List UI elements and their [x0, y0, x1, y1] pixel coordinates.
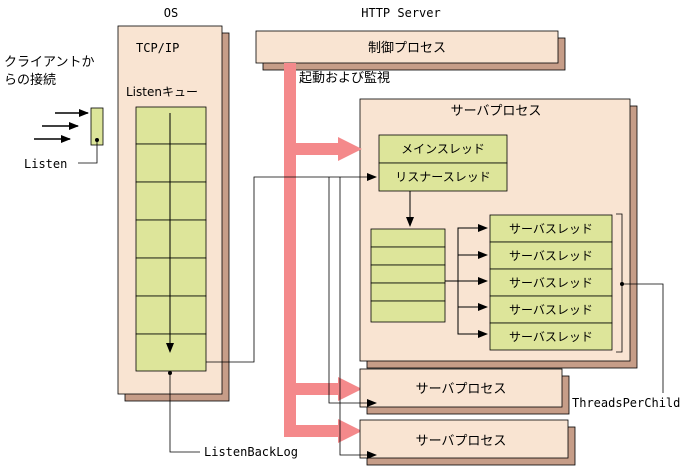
- accept-lines: [206, 173, 377, 459]
- server-process-3-label: サーバプロセス: [416, 434, 507, 449]
- listener-thread-box: [378, 162, 508, 192]
- server-process-box-3: [359, 419, 576, 466]
- server-thread-label: サーバスレッド: [509, 249, 593, 263]
- listen-leader: [78, 140, 98, 164]
- server-thread-box: [489, 322, 613, 351]
- server-process-title: サーバプロセス: [451, 104, 542, 119]
- server-thread-label: サーバスレッド: [509, 222, 593, 236]
- server-threads: サーバスレッド サーバスレッド サーバスレッド サーバスレッド サーバスレッド: [489, 214, 613, 351]
- threads-per-child-label: ThreadsPerChild: [572, 396, 680, 410]
- server-process-2-label: サーバプロセス: [416, 382, 507, 397]
- dispatch-arrows: [445, 224, 488, 338]
- server-thread-box: [489, 295, 613, 324]
- client-label-line2: らの接続: [4, 72, 56, 88]
- thread-queue: [370, 228, 446, 323]
- backlog-leader: [169, 373, 200, 453]
- server-thread-box: [489, 214, 613, 243]
- listen-queue-label: Listenキュー: [126, 85, 198, 99]
- client-label-line1: クライアントか: [4, 55, 94, 70]
- threads-per-child-leader: [622, 283, 664, 393]
- listen-label: Listen: [24, 157, 67, 171]
- main-thread-box: [378, 134, 508, 164]
- tcpip-label: TCP/IP: [136, 41, 179, 55]
- listener-thread-label: リスナースレッド: [395, 170, 490, 184]
- os-title: OS: [164, 6, 178, 20]
- server-thread-box: [489, 268, 613, 297]
- http-server-title: HTTP Server: [361, 6, 440, 20]
- server-thread-label: サーバスレッド: [509, 330, 593, 344]
- server-thread-label: サーバスレッド: [509, 303, 593, 317]
- control-process-box: [255, 30, 566, 71]
- server-thread-box: [489, 241, 613, 270]
- server-process-box-2: [359, 368, 570, 415]
- main-thread-label: メインスレッド: [401, 142, 485, 156]
- listen-queue: [135, 106, 207, 372]
- server-thread-label: サーバスレッド: [509, 276, 593, 290]
- start-monitor-label: 起動および監視: [299, 70, 390, 86]
- start-monitor-arrows: [284, 63, 362, 443]
- control-process-label: 制御プロセス: [368, 41, 446, 56]
- listen-backlog-label: ListenBackLog: [204, 445, 298, 459]
